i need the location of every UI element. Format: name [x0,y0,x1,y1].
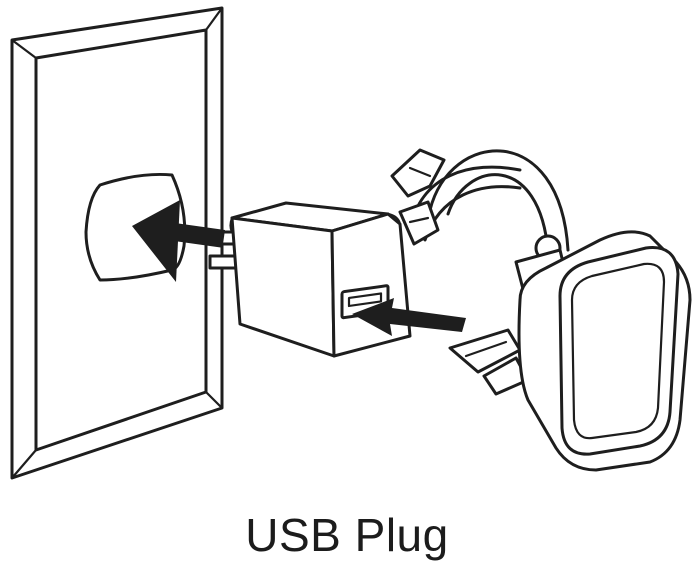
insert-arrow-wall [132,200,225,282]
caption: USB Plug [245,509,449,561]
wall-plate [10,6,224,480]
phone-mount [390,148,692,472]
usb-plug-diagram [10,6,692,480]
insert-arrow-usb [352,298,466,336]
usb-power-adapter [229,201,412,358]
